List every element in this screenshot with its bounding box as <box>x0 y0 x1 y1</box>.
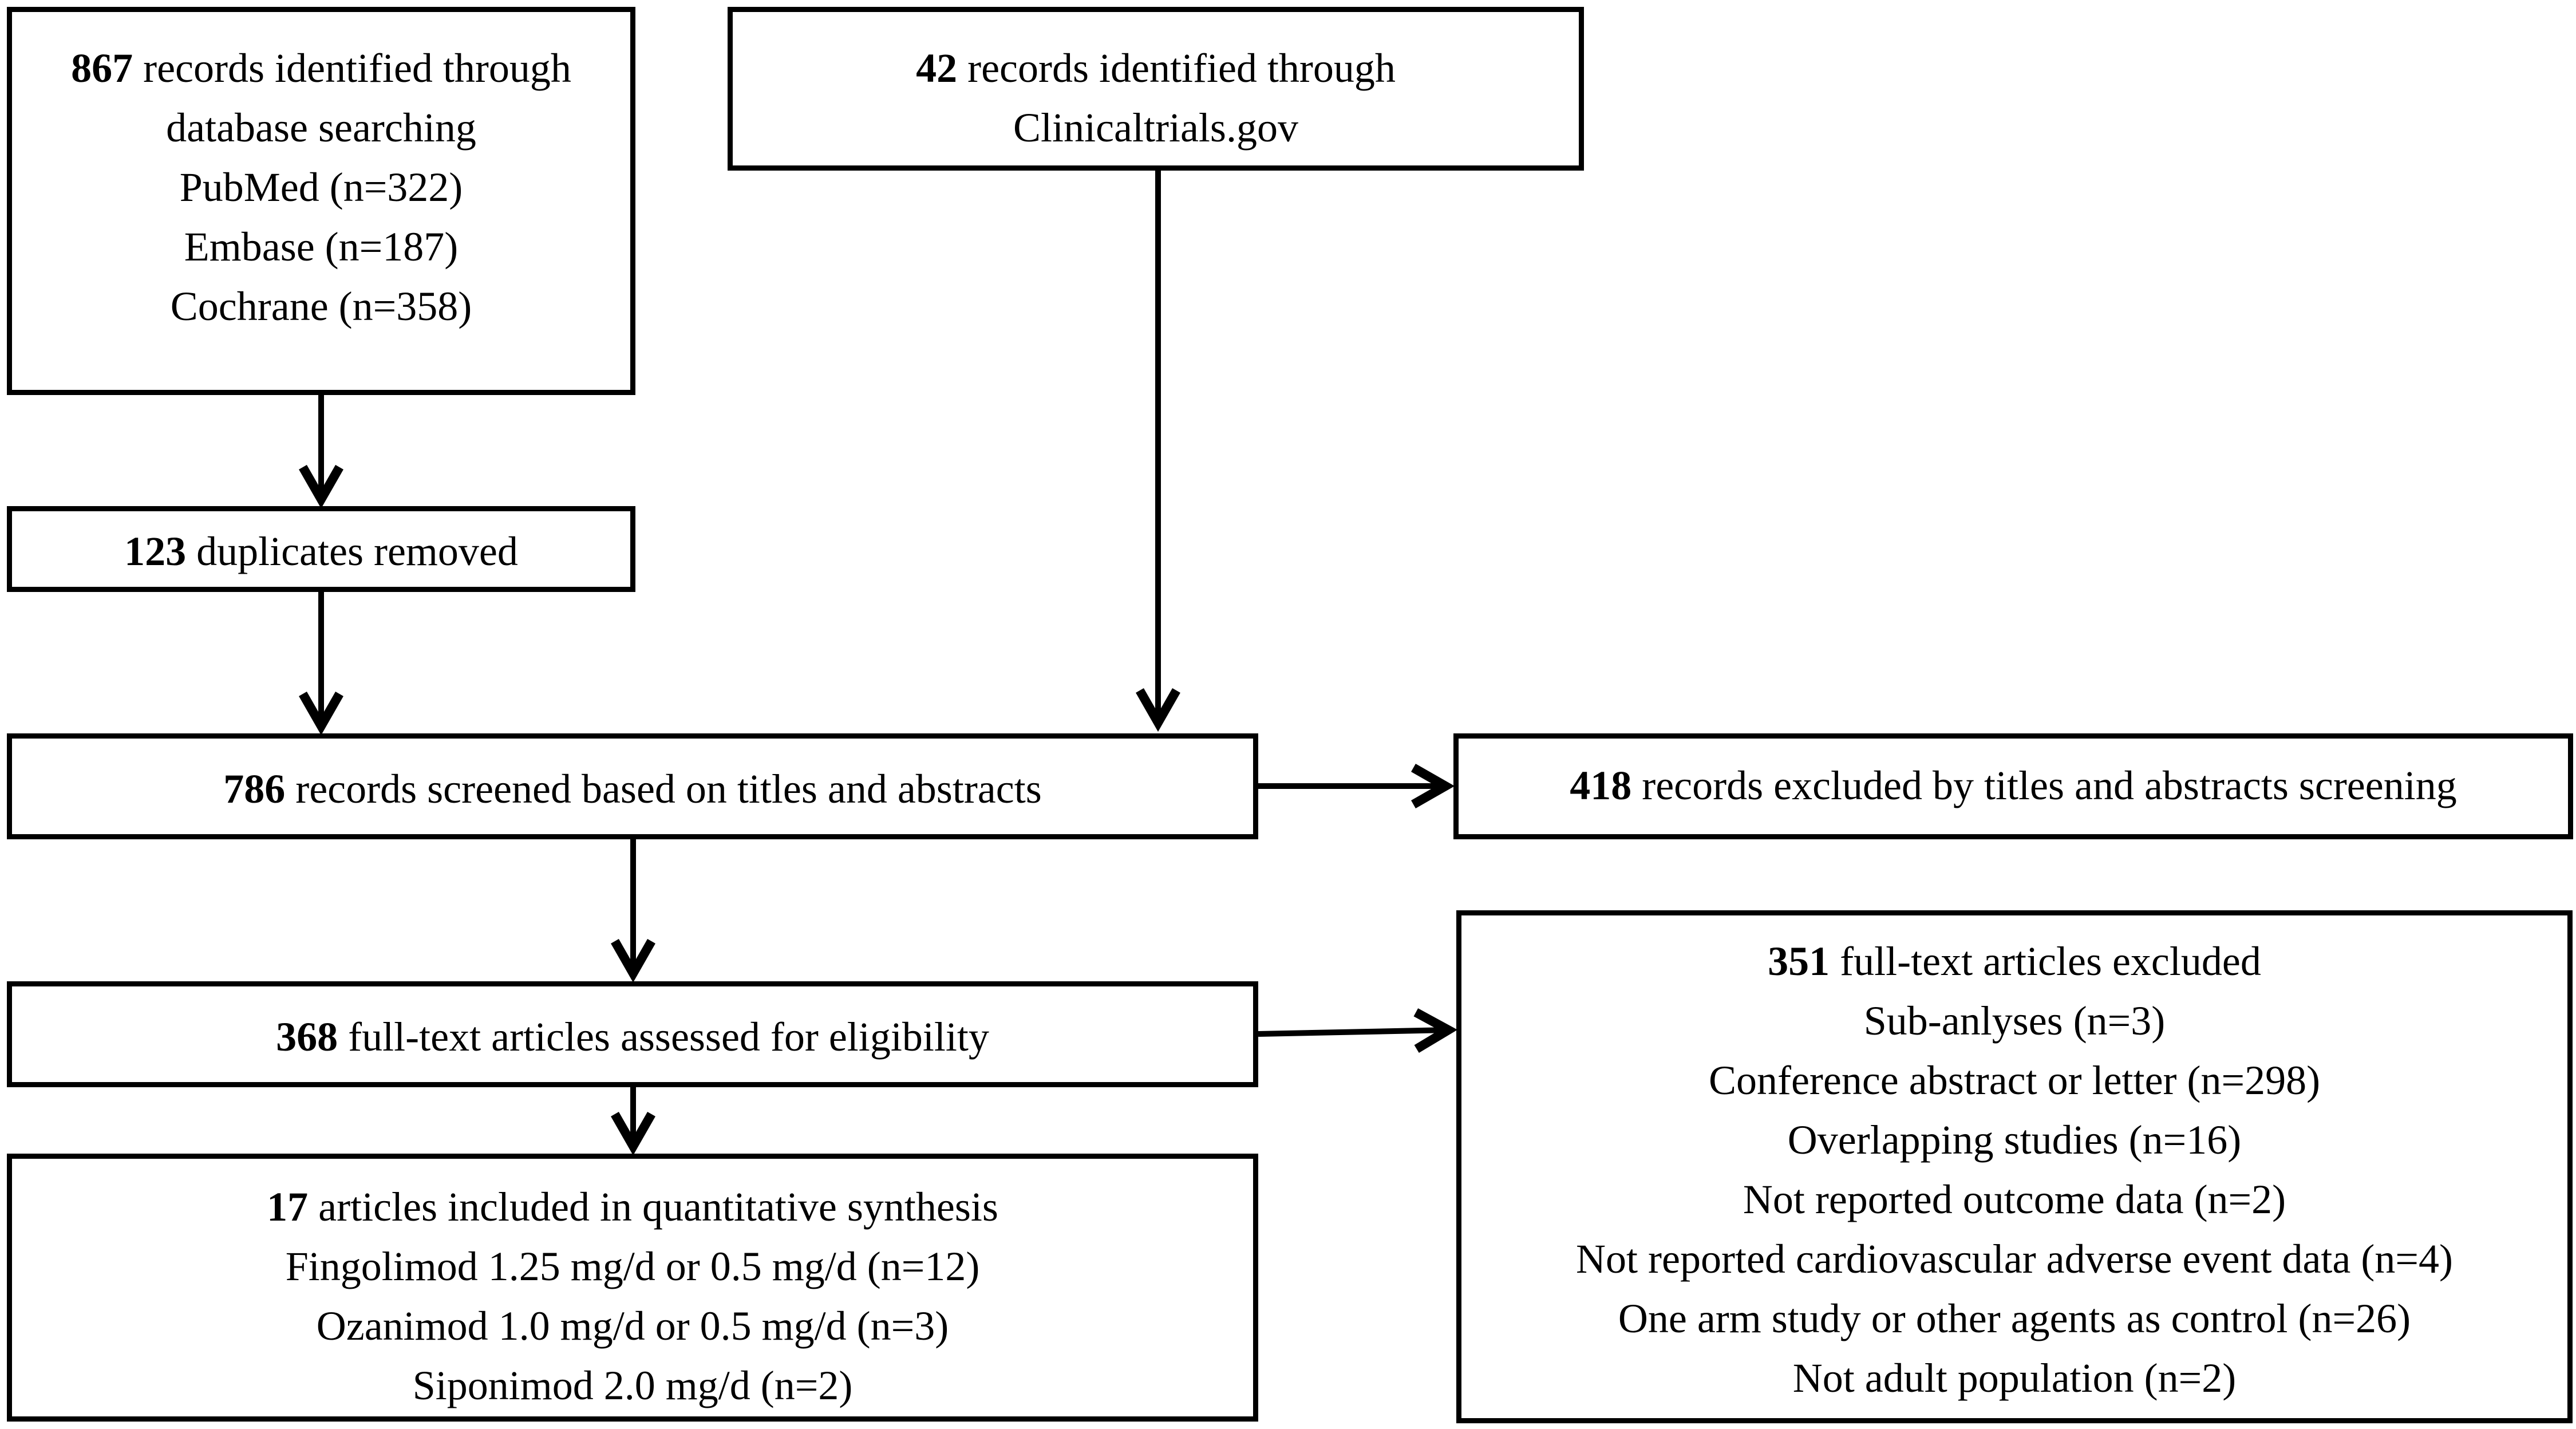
box-line: Clinicaltrials.gov <box>733 98 1579 157</box>
box-line: 17 articles included in quantitative syn… <box>12 1177 1253 1237</box>
line-text: Not reported cardiovascular adverse even… <box>1576 1236 2453 1282</box>
box-line: database searching <box>12 98 630 157</box>
line-text: Ozanimod 1.0 mg/d or 0.5 mg/d (n=3) <box>316 1303 949 1349</box>
line-text: Not reported outcome data (n=2) <box>1743 1177 2286 1222</box>
line-text: full-text articles assessed for eligibil… <box>338 1014 989 1060</box>
box-line: 786 records screened based on titles and… <box>12 759 1253 819</box>
line-text: PubMed (n=322) <box>179 164 463 210</box>
line-text: One arm study or other agents as control… <box>1618 1296 2411 1341</box>
box-line: Overlapping studies (n=16) <box>1461 1110 2567 1170</box>
line-text: Clinicaltrials.gov <box>1013 105 1298 151</box>
box-line: Conference abstract or letter (n=298) <box>1461 1051 2567 1110</box>
box-fulltext-assessed: 368 full-text articles assessed for elig… <box>7 981 1258 1087</box>
count-value: 17 <box>267 1184 309 1230</box>
box-line: PubMed (n=322) <box>12 157 630 217</box>
box-line: Fingolimod 1.25 mg/d or 0.5 mg/d (n=12) <box>12 1237 1253 1296</box>
box-database-records: 867 records identified through database s… <box>7 7 635 395</box>
line-text: Overlapping studies (n=16) <box>1787 1117 2242 1163</box>
line-text: articles included in quantitative synthe… <box>308 1184 998 1230</box>
line-text: Conference abstract or letter (n=298) <box>1708 1057 2321 1103</box>
count-value: 123 <box>124 528 187 574</box>
line-text: full-text articles excluded <box>1830 938 2261 984</box>
box-line: 867 records identified through <box>12 38 630 98</box>
line-text: records identified through <box>957 45 1396 91</box>
line-text: Cochrane (n=358) <box>170 283 472 329</box>
box-line: Cochrane (n=358) <box>12 277 630 336</box>
line-text: Not adult population (n=2) <box>1792 1355 2237 1401</box>
count-value: 42 <box>916 45 958 91</box>
box-line: One arm study or other agents as control… <box>1461 1289 2567 1348</box>
box-line: Ozanimod 1.0 mg/d or 0.5 mg/d (n=3) <box>12 1296 1253 1356</box>
line-text: Embase (n=187) <box>184 224 459 270</box>
box-articles-included: 17 articles included in quantitative syn… <box>7 1154 1258 1422</box>
count-value: 418 <box>1570 763 1632 808</box>
line-text: duplicates removed <box>186 528 518 574</box>
count-value: 368 <box>276 1014 338 1060</box>
line-text: records excluded by titles and abstracts… <box>1631 763 2457 808</box>
line-text: Sub-anlyses (n=3) <box>1863 998 2166 1044</box>
count-value: 351 <box>1768 938 1830 984</box>
box-records-screened: 786 records screened based on titles and… <box>7 733 1258 839</box>
box-line: 123 duplicates removed <box>12 522 630 581</box>
line-text: records identified through <box>133 45 571 91</box>
count-value: 786 <box>223 766 286 812</box>
line-text: Fingolimod 1.25 mg/d or 0.5 mg/d (n=12) <box>285 1244 980 1289</box>
box-line: Sub-anlyses (n=3) <box>1461 991 2567 1051</box>
box-line: Siponimod 2.0 mg/d (n=2) <box>12 1356 1253 1415</box>
count-value: 867 <box>71 45 133 91</box>
line-text: database searching <box>166 105 476 151</box>
box-line: 418 records excluded by titles and abstr… <box>1459 756 2568 815</box>
box-records-excluded-screening: 418 records excluded by titles and abstr… <box>1453 733 2573 839</box>
line-text: Siponimod 2.0 mg/d (n=2) <box>412 1363 853 1408</box>
arrow-fulltext-to-excluded <box>1258 1030 1448 1034</box>
line-text: records screened based on titles and abs… <box>285 766 1042 812</box>
box-line: 42 records identified through <box>733 38 1579 98</box>
box-line: 368 full-text articles assessed for elig… <box>12 1007 1253 1067</box>
box-line: Not adult population (n=2) <box>1461 1348 2567 1408</box>
box-duplicates-removed: 123 duplicates removed <box>7 506 635 592</box>
box-line: Not reported outcome data (n=2) <box>1461 1170 2567 1229</box>
box-line: Embase (n=187) <box>12 217 630 277</box>
box-line: 351 full-text articles excluded <box>1461 931 2567 991</box>
box-line: Not reported cardiovascular adverse even… <box>1461 1229 2567 1289</box>
